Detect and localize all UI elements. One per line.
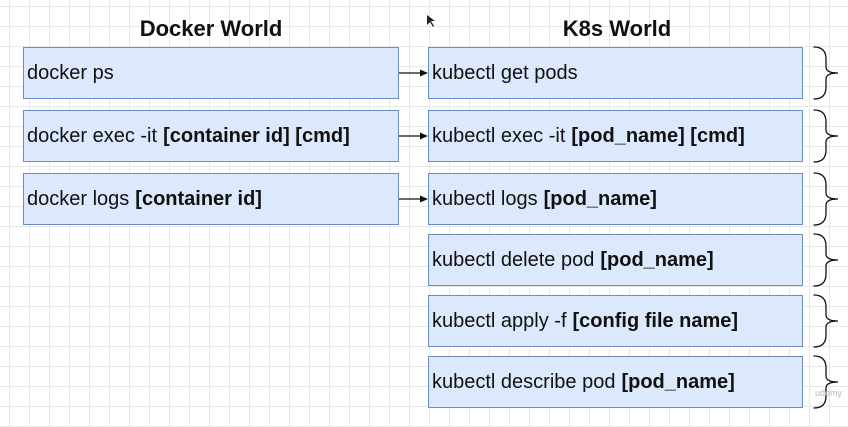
command-text: docker exec -it (27, 124, 158, 147)
command-text: kubectl apply -f (432, 309, 567, 332)
curly-brace-icon (813, 294, 839, 348)
command-argument: [pod_name] [cmd] (571, 124, 745, 147)
kubectl-logs-box: kubectl logs[pod_name] (428, 173, 803, 225)
curly-brace-icon (813, 233, 839, 287)
docker-world-heading: Docker World (139, 16, 283, 41)
command-text: docker logs (27, 187, 130, 210)
command-text: kubectl delete pod (432, 248, 595, 271)
docker-logs-box: docker logs[container id] (23, 173, 399, 225)
curly-brace-icon (813, 109, 839, 163)
kubectl-describe-pod-box: kubectl describe pod[pod_name] (428, 356, 803, 408)
command-argument: [pod_name] (621, 370, 735, 393)
command-argument: [container id] (135, 187, 262, 210)
command-text: kubectl describe pod (432, 370, 616, 393)
k8s-world-heading: K8s World (562, 16, 672, 41)
arrowhead-icon (420, 132, 428, 140)
command-argument: [pod_name] (543, 187, 657, 210)
command-argument: [container id] [cmd] (163, 124, 350, 147)
command-argument: [config file name] (572, 309, 739, 332)
kubectl-exec-box: kubectl exec -it[pod_name] [cmd] (428, 110, 803, 162)
curly-brace-icon (813, 355, 839, 409)
kubectl-delete-pod-box: kubectl delete pod[pod_name] (428, 234, 803, 286)
docker-ps-box: docker ps (23, 47, 399, 99)
kubectl-get-pods-box: kubectl get pods (428, 47, 803, 99)
command-text: kubectl logs (432, 187, 538, 210)
command-text: docker ps (27, 61, 114, 84)
kubectl-apply-box: kubectl apply -f[config file name] (428, 295, 803, 347)
command-argument: [pod_name] (600, 248, 714, 271)
command-text: kubectl exec -it (432, 124, 566, 147)
curly-brace-icon (813, 46, 839, 100)
mouse-cursor-icon (427, 15, 435, 27)
docker-exec-box: docker exec -it[container id] [cmd] (23, 110, 399, 162)
curly-brace-icon (813, 172, 839, 226)
arrowhead-icon (420, 195, 428, 203)
udemy-watermark: udemy (815, 388, 843, 398)
arrowhead-icon (420, 69, 428, 77)
command-text: kubectl get pods (432, 61, 578, 84)
